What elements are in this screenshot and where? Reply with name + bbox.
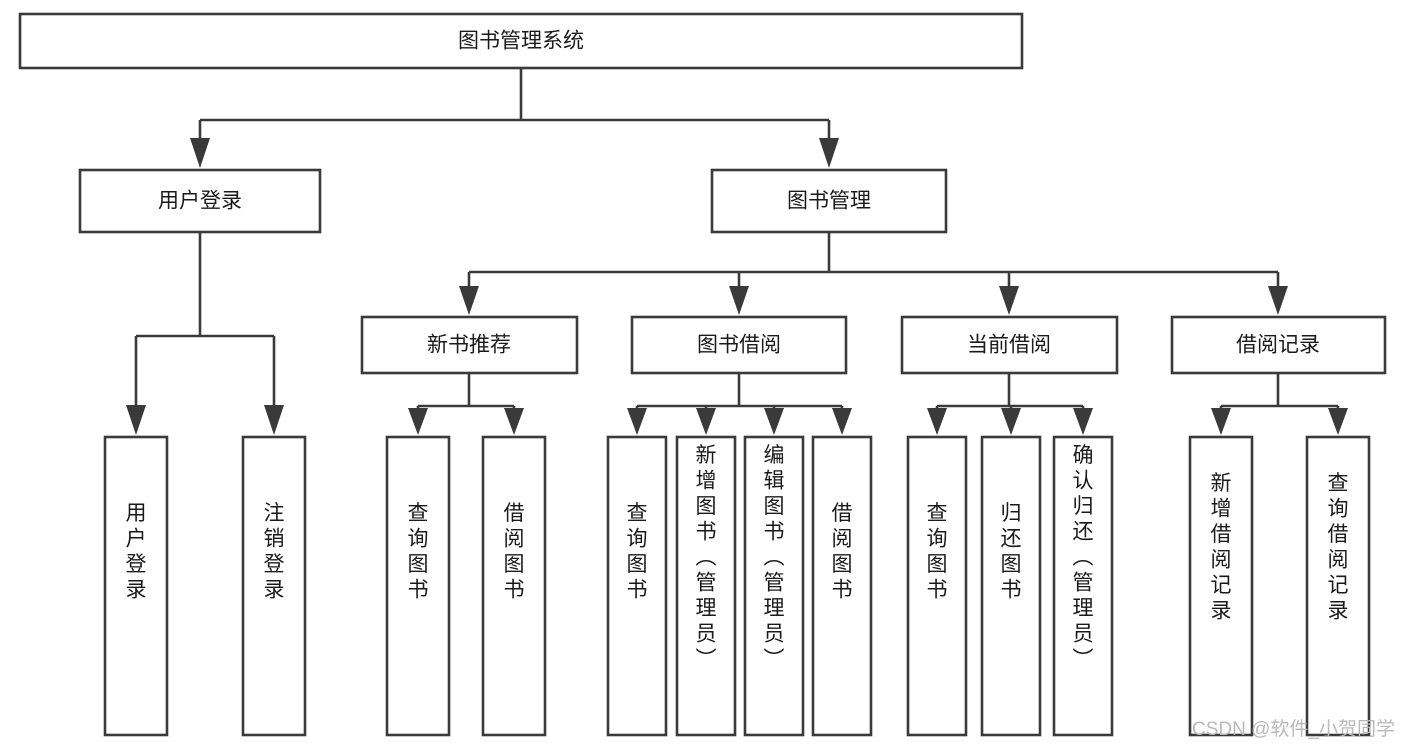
arrow-head-leaf-borrow-book-1 — [504, 408, 524, 435]
node-leaf-edit-book-box[interactable] — [743, 435, 805, 737]
arrow-head-leaf-query-book-1 — [408, 408, 428, 435]
node-leaf-add-record-label: 新增借阅记录 — [1211, 472, 1232, 623]
node-leaf-borrow-book-2-label: 借阅图书 — [832, 502, 853, 602]
connector-group-book-borrow — [627, 373, 852, 435]
node-leaf-query-book-2-label: 查询图书 — [627, 502, 648, 602]
arrow-head-leaf-add-book — [696, 408, 716, 435]
node-leaf-borrow-book-1-label: 借阅图书 — [504, 502, 525, 602]
arrow-head-leaf-borrow-book-2 — [832, 408, 852, 435]
node-borrow-record-box[interactable] — [1170, 315, 1387, 375]
arrow-head-leaf-query-book-2 — [627, 408, 647, 435]
arrow-head-borrow-record — [1268, 286, 1288, 315]
node-leaf-borrow-book-2-box[interactable] — [811, 435, 873, 737]
arrow-head-leaf-query-record — [1328, 408, 1348, 435]
node-book-borrow-label: 图书借阅 — [697, 334, 781, 357]
arrow-head-leaf-add-record — [1211, 408, 1231, 435]
arrow-head-leaf-confirm-return — [1073, 408, 1093, 435]
node-leaf-user-login-label: 用户登录 — [126, 502, 147, 602]
node-root[interactable]: 图书管理系统 — [18, 12, 1024, 70]
node-new-book-recommend-label: 新书推荐 — [427, 334, 511, 357]
node-leaf-logout-box[interactable] — [241, 435, 307, 737]
node-leaf-query-book-2-box[interactable] — [606, 435, 668, 737]
node-leaf-edit-book[interactable]: 编辑图书︵管理员︶ — [743, 435, 805, 737]
node-current-borrow[interactable]: 当前借阅 — [900, 315, 1119, 375]
node-leaf-confirm-return[interactable]: 确认归还︵管理员︶ — [1052, 435, 1114, 737]
arrow-head-leaf-logout — [264, 405, 284, 435]
connector-group-new-book-recommend — [408, 373, 524, 435]
node-leaf-return-book-box[interactable] — [980, 435, 1042, 737]
node-leaf-borrow-book-1-box[interactable] — [481, 435, 547, 737]
connector-group-user-login — [126, 232, 284, 435]
node-book-borrow[interactable]: 图书借阅 — [630, 315, 848, 375]
node-leaf-borrow-book-2[interactable]: 借阅图书 — [811, 435, 873, 737]
arrow-head-book-manage — [819, 138, 839, 168]
node-leaf-query-book-3-box[interactable] — [906, 435, 968, 737]
node-current-borrow-label: 当前借阅 — [967, 334, 1051, 357]
node-user-login[interactable]: 用户登录 — [78, 168, 322, 234]
node-leaf-query-record-box[interactable] — [1305, 435, 1371, 737]
node-leaf-query-record-label: 查询借阅记录 — [1328, 472, 1349, 623]
node-leaf-user-login-box[interactable] — [103, 435, 169, 737]
node-book-manage-label: 图书管理 — [787, 190, 871, 213]
node-user-login-label: 用户登录 — [158, 190, 242, 213]
node-leaf-confirm-return-box[interactable] — [1052, 435, 1114, 737]
node-leaf-add-book[interactable]: 新增图书︵管理员︶ — [675, 435, 737, 737]
arrow-head-current-borrow — [999, 286, 1019, 315]
node-book-manage-box[interactable] — [710, 168, 948, 234]
arrow-head-leaf-user-login — [126, 405, 146, 435]
node-leaf-query-book-1-label: 查询图书 — [408, 502, 429, 602]
node-leaf-add-book-label: 新增图书︵管理员︶ — [696, 444, 717, 671]
node-leaf-logout-label: 注销登录 — [264, 502, 285, 602]
connector-group-current-borrow — [927, 373, 1093, 435]
connector-group-borrow-record — [1211, 373, 1348, 435]
arrow-head-new-book-recommend — [459, 286, 479, 315]
node-leaf-query-book-3[interactable]: 查询图书 — [906, 435, 968, 737]
node-root-box[interactable] — [18, 12, 1024, 70]
arrow-head-leaf-return-book — [1001, 408, 1021, 435]
node-leaf-query-book-1[interactable]: 查询图书 — [385, 435, 451, 737]
node-borrow-record-label: 借阅记录 — [1236, 334, 1320, 357]
node-root-label: 图书管理系统 — [458, 30, 584, 53]
node-leaf-add-book-box[interactable] — [675, 435, 737, 737]
arrow-head-user-login — [190, 138, 210, 168]
node-leaf-query-record[interactable]: 查询借阅记录 — [1305, 435, 1371, 737]
node-user-login-box[interactable] — [78, 168, 322, 234]
node-new-book-recommend-box[interactable] — [360, 315, 579, 375]
node-leaf-query-book-1-box[interactable] — [385, 435, 451, 737]
node-book-borrow-box[interactable] — [630, 315, 848, 375]
node-leaf-edit-book-label: 编辑图书︵管理员︶ — [764, 444, 785, 671]
node-leaf-borrow-book-1[interactable]: 借阅图书 — [481, 435, 547, 737]
node-book-manage[interactable]: 图书管理 — [710, 168, 948, 234]
connector-group-book-manage — [459, 232, 1288, 315]
node-leaf-confirm-return-label: 确认归还︵管理员︶ — [1073, 444, 1094, 671]
node-leaf-return-book-label: 归还图书 — [1001, 502, 1022, 602]
arrow-head-book-borrow — [729, 286, 749, 315]
connector-group-root — [190, 68, 839, 168]
arrow-head-leaf-query-book-3 — [927, 408, 947, 435]
node-leaf-user-login[interactable]: 用户登录 — [103, 435, 169, 737]
node-leaf-add-record[interactable]: 新增借阅记录 — [1188, 435, 1254, 737]
node-borrow-record[interactable]: 借阅记录 — [1170, 315, 1387, 375]
arrow-head-leaf-edit-book — [764, 408, 784, 435]
node-leaf-add-record-box[interactable] — [1188, 435, 1254, 737]
node-current-borrow-box[interactable] — [900, 315, 1119, 375]
node-new-book-recommend[interactable]: 新书推荐 — [360, 315, 579, 375]
node-leaf-query-book-3-label: 查询图书 — [927, 502, 948, 602]
node-leaf-logout[interactable]: 注销登录 — [241, 435, 307, 737]
node-leaf-query-book-2[interactable]: 查询图书 — [606, 435, 668, 737]
node-leaf-return-book[interactable]: 归还图书 — [980, 435, 1042, 737]
